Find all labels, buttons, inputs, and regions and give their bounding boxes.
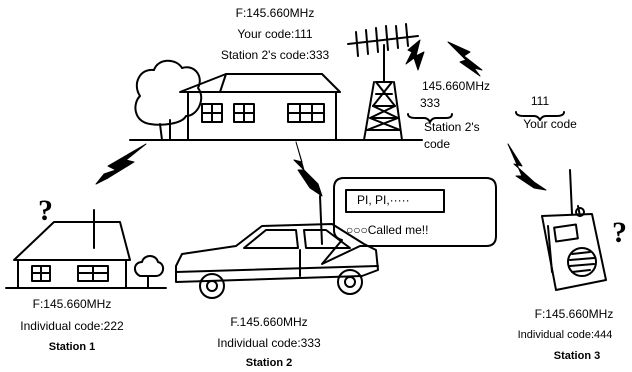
your-code-value: 111 — [518, 94, 562, 108]
station3-frequency: F:145.660MHz — [516, 307, 632, 321]
station1-individual-code: Individual code:222 — [2, 319, 142, 333]
station1-name: Station 1 — [20, 340, 124, 354]
house-station-1-icon — [6, 210, 166, 288]
antenna-tower-icon — [348, 24, 418, 140]
station3-name: Station 3 — [530, 349, 624, 363]
question-mark-station-3: ? — [612, 218, 627, 248]
question-mark-station-1: ? — [38, 196, 53, 226]
station2-name: Station 2 — [214, 356, 324, 370]
pager-display-text: PI, PI,····· — [357, 193, 410, 207]
central-frequency: F:145.660MHz — [200, 6, 350, 20]
signal-bolt-to-station1-icon — [96, 144, 146, 184]
signal-bolt-tower-to-station3-icon — [448, 42, 482, 76]
handheld-radio-station-3-icon — [542, 170, 606, 290]
transmit-frequency: 145.660MHz — [416, 79, 496, 93]
station2-frequency: F.145.660MHz — [206, 315, 332, 329]
called-me-message: ○○○Called me!! — [346, 223, 428, 237]
speech-bubble — [322, 178, 496, 264]
transmit-code-label: Station 2's code — [424, 119, 486, 153]
central-your-code: Your code:111 — [200, 27, 350, 41]
central-station2-code: Station 2's code:333 — [182, 48, 368, 62]
your-code-label: Your code — [510, 117, 590, 131]
station3-individual-code: Individual code:444 — [498, 328, 632, 342]
transmit-code: 333 — [410, 96, 450, 110]
station1-frequency: F:145.660MHz — [14, 297, 130, 311]
station2-individual-code: Individual code:333 — [198, 336, 340, 350]
signal-bolt-to-station3-icon — [508, 144, 546, 190]
signal-bolt-to-station2-icon — [294, 142, 322, 196]
